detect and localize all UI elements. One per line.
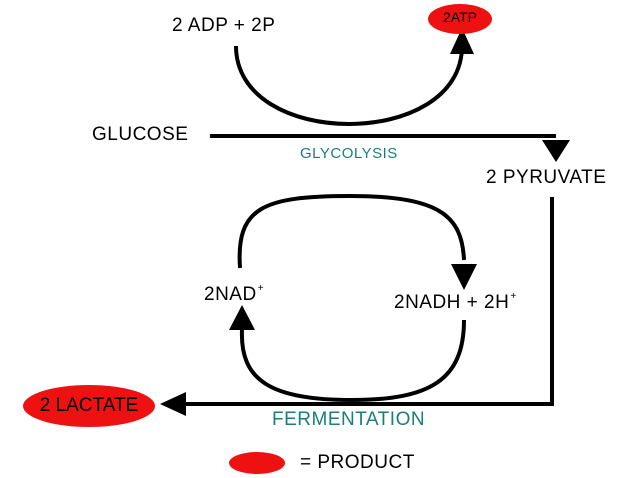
product-legend-label: = PRODUCT — [300, 452, 415, 473]
atp-label: 2ATP — [443, 9, 477, 25]
lactate-label: 2 LACTATE — [39, 395, 139, 416]
atp-oval — [428, 4, 492, 34]
nad-superscript: + — [257, 283, 265, 294]
atp-arrowhead — [450, 28, 474, 54]
nad-upper-arc — [237, 193, 466, 269]
nadh-label: 2NADH + 2H+ — [394, 291, 517, 314]
nad-lower-arc — [239, 319, 466, 403]
nad-label: 2NAD+ — [204, 283, 265, 306]
adp-label: 2 ADP + 2P — [172, 15, 276, 36]
lactate-oval — [23, 385, 155, 427]
fermentation-path — [178, 197, 554, 406]
nadh-text: 2NADH + 2H — [394, 292, 510, 313]
nad-text: 2NAD — [204, 284, 257, 305]
glucose-label: GLUCOSE — [92, 124, 189, 145]
nadh-superscript: + — [510, 291, 517, 302]
glycolysis-arc — [234, 45, 464, 126]
nadh-arrowhead — [451, 264, 477, 290]
fermentation-label: FERMENTATION — [272, 409, 426, 430]
nad-arrowhead — [229, 305, 255, 330]
glycolysis-label: GLYCOLYSIS — [300, 145, 398, 162]
legend-oval — [229, 452, 285, 474]
pyruvate-label: 2 PYRUVATE — [486, 167, 607, 188]
lactate-arrowhead — [160, 392, 186, 416]
pyruvate-arrowhead — [542, 140, 570, 162]
